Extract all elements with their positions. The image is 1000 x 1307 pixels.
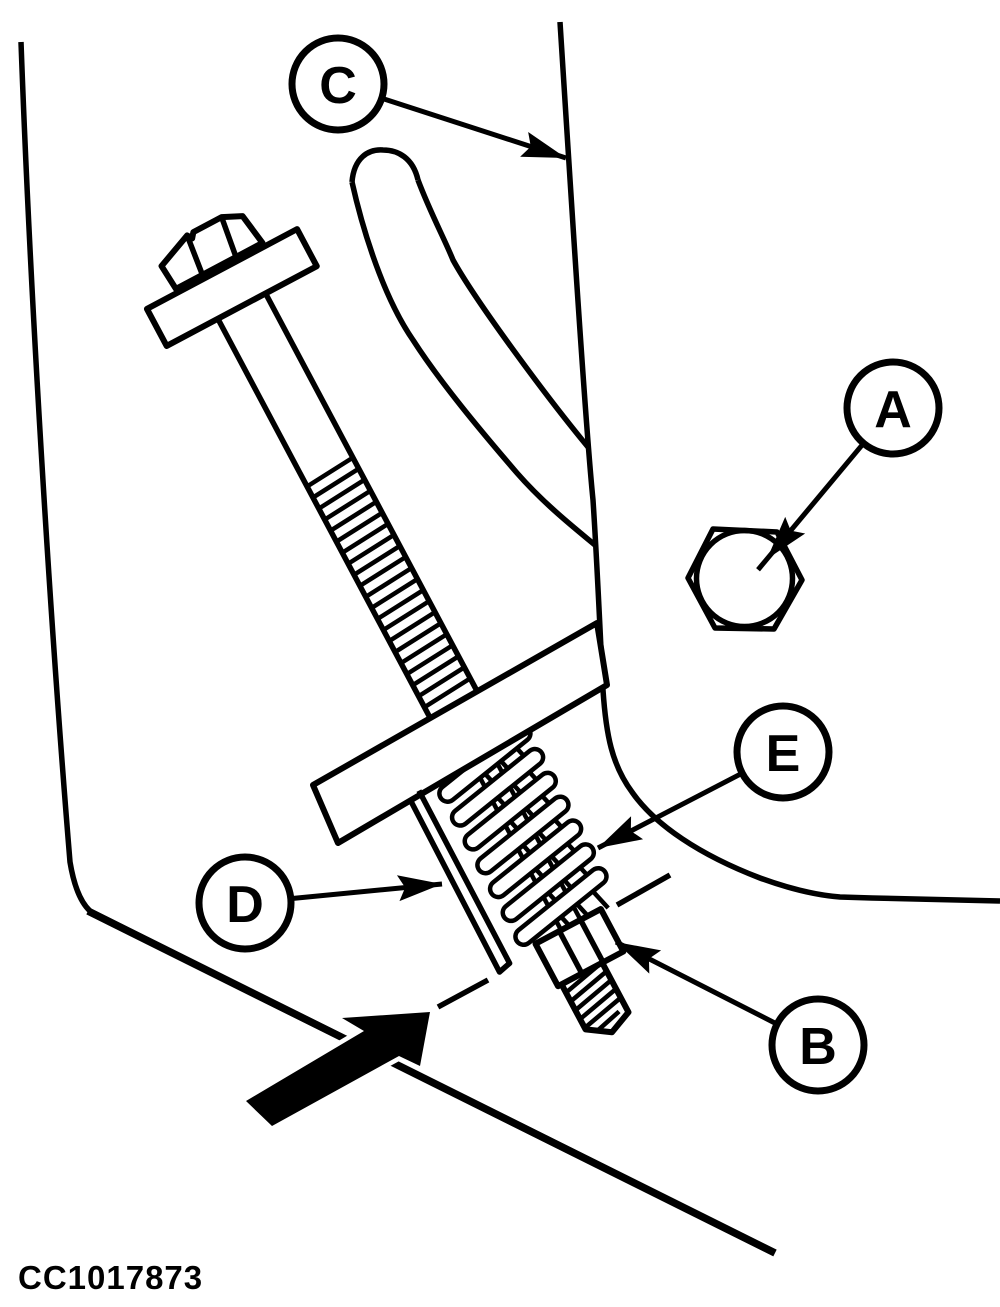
bolt-hex-head bbox=[158, 213, 266, 292]
callout-layer: A B C D E bbox=[195, 34, 943, 1095]
callout-circle-C bbox=[288, 34, 388, 134]
dashed-guide-line bbox=[436, 872, 672, 1010]
callout-arrowhead bbox=[520, 132, 566, 158]
callout-letter-C: C bbox=[319, 57, 357, 115]
hex-nut-chamfer-circle bbox=[693, 527, 796, 630]
flange-bolt bbox=[143, 213, 479, 719]
lower-diagonal-edge bbox=[86, 907, 777, 1257]
wear-plate bbox=[407, 789, 513, 975]
hook-flange-outer-line bbox=[349, 181, 597, 548]
stub-thread-hatching bbox=[566, 961, 621, 1033]
callout-arrowhead bbox=[616, 942, 662, 974]
hook-flange-top-cap bbox=[349, 147, 421, 183]
callout-arrowhead bbox=[396, 875, 442, 902]
left-panel-edge bbox=[18, 41, 92, 914]
bolt-washer-flange bbox=[143, 226, 320, 349]
hex-head-facet-line-left bbox=[184, 234, 206, 276]
callout-circle-D bbox=[195, 853, 295, 953]
callout-letter-E: E bbox=[766, 725, 801, 783]
bolt-and-plate bbox=[143, 213, 513, 975]
hook-flange-inner-line bbox=[415, 179, 591, 449]
callout-letter-D: D bbox=[226, 876, 264, 934]
callout-circle-B bbox=[768, 995, 868, 1095]
bracket-plate bbox=[310, 620, 610, 846]
spring-front-coils bbox=[437, 722, 609, 947]
adjuster-nut bbox=[532, 906, 627, 990]
callout-arrowhead bbox=[767, 516, 806, 559]
hex-nut-outline bbox=[685, 526, 805, 632]
callout-E: E bbox=[596, 702, 833, 851]
callout-letter-B: B bbox=[799, 1018, 837, 1076]
callout-circle-E bbox=[733, 702, 833, 802]
hex-head-facet-line-right bbox=[219, 216, 239, 258]
callout-circle-A bbox=[843, 358, 943, 458]
callout-A: A bbox=[756, 358, 943, 572]
callout-B: B bbox=[614, 939, 868, 1095]
bolt-thread-hatching bbox=[305, 455, 472, 710]
figure-code: CC1017873 bbox=[18, 1259, 203, 1296]
tension-spring-assembly bbox=[437, 722, 632, 1036]
direction-arrow bbox=[246, 1012, 430, 1126]
hex-nut bbox=[685, 526, 805, 632]
callout-letter-A: A bbox=[874, 381, 912, 439]
bolt-shank-left-edge bbox=[214, 315, 433, 719]
callout-C: C bbox=[288, 34, 567, 161]
callout-arrowhead bbox=[598, 816, 644, 848]
callout-D: D bbox=[195, 853, 443, 953]
